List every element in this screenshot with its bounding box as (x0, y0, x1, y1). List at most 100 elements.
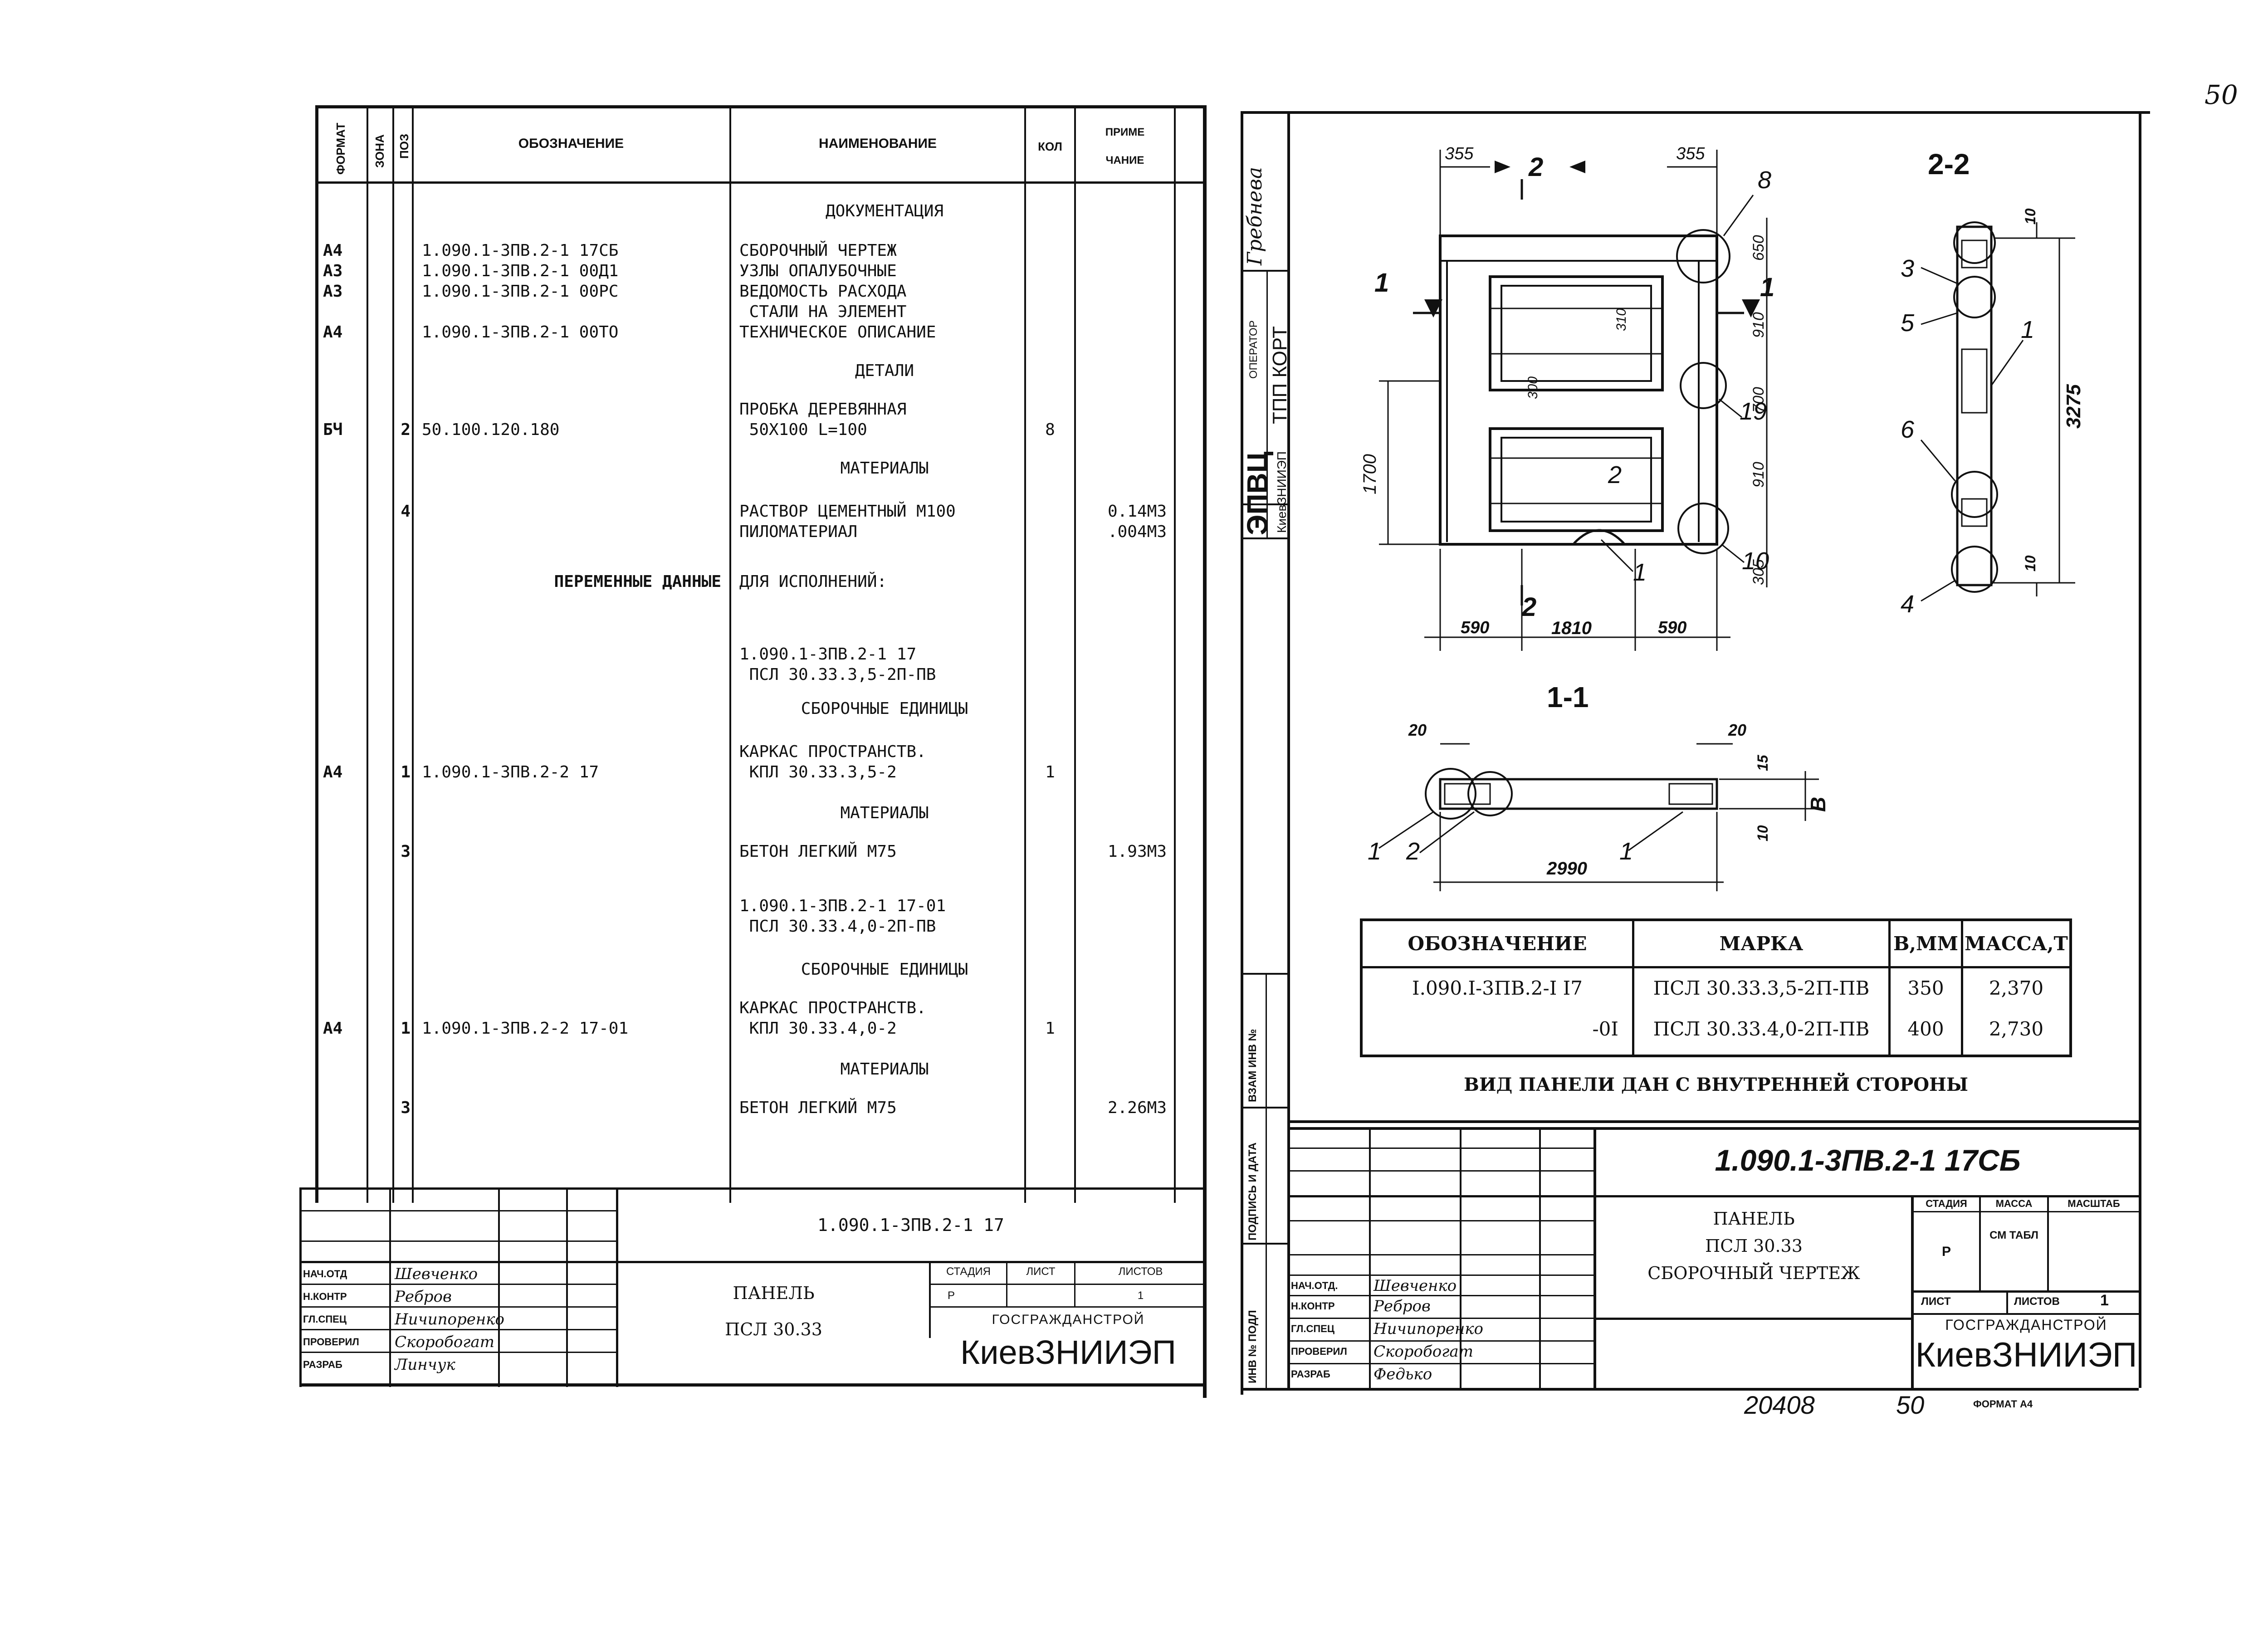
window-upper (1489, 275, 1664, 391)
spec-name: ВЕДОМОСТЬ РАСХОДА (739, 282, 907, 301)
left-title-code: 1.090.1-3ПВ.2-1 17 (817, 1215, 1004, 1235)
marks-caption: ВИД ПАНЕЛИ ДАН С ВНУТРЕННЕЙ СТОРОНЫ (1464, 1074, 1968, 1095)
side-surname: Гребнева (1243, 166, 1266, 265)
right-role-name: Ничипоренко (1374, 1320, 1484, 1338)
right-role-name: Ребров (1374, 1297, 1431, 1315)
spec-name: МАТЕРИАЛЫ (840, 804, 929, 822)
left-stage-value: Р (947, 1289, 955, 1302)
right-role-name: Шевченко (1374, 1277, 1457, 1295)
callout-22-4: 4 (1901, 591, 1915, 618)
spec-designation: 1.090.1-3ПВ.2-1 17СБ (422, 241, 619, 260)
spec-note: 1.93М3 (1107, 842, 1167, 861)
right-role-label: ПРОВЕРИЛ (1291, 1346, 1347, 1357)
spec-qty: 1 (1045, 763, 1055, 781)
spec-name: ПРОБКА ДЕРЕВЯННАЯ (739, 400, 907, 419)
section-11-outline (1439, 778, 1718, 810)
spec-name: ДЕТАЛИ (855, 361, 914, 380)
spec-format: А4 (323, 763, 343, 781)
right-title-line-3: СБОРОЧНЫЙ ЧЕРТЕЖ (1647, 1263, 1860, 1283)
col-format-header: ФОРМАТ (334, 122, 347, 175)
marks-cell: -0I (1592, 1018, 1618, 1040)
dim-11-15: 15 (1755, 755, 1771, 771)
dim-11-10: 10 (1755, 825, 1771, 841)
spec-format: А4 (323, 241, 343, 260)
spec-name: УЗЛЫ ОПАЛУБОЧНЫЕ (739, 262, 897, 280)
footer-format: ФОРМАТ А4 (1973, 1398, 2033, 1410)
marks-cell: 2,730 (1989, 1018, 2044, 1040)
spec-name: МАТЕРИАЛЫ (840, 1060, 929, 1079)
left-title-line-2: ПСЛ 30.33 (725, 1319, 822, 1339)
left-sheet-header: ЛИСТ (1026, 1265, 1056, 1278)
dim-bottom-2: 1810 (1551, 618, 1592, 638)
marks-cell: 400 (1907, 1018, 1944, 1040)
dim-bottom-1: 590 (1461, 618, 1490, 637)
marks-header-cell: В,ММ (1893, 933, 1959, 955)
right-stage-value: Р (1941, 1244, 1951, 1259)
callout-8: 8 (1758, 166, 1772, 194)
dim-22-bottom: 10 (2022, 555, 2038, 571)
side-operator: ОПЕРАТОР (1247, 320, 1260, 379)
right-role-label: РАЗРАБ (1291, 1368, 1330, 1380)
spec-name: 1.090.1-3ПВ.2-1 17-01 (739, 897, 946, 915)
dim-left: 1700 (1360, 454, 1380, 494)
side-inv-replace: ВЗАМ ИНВ № (1246, 1029, 1259, 1102)
spec-pos: 1 (401, 763, 411, 781)
right-sheets-value: 1 (2100, 1292, 2109, 1309)
panel-outline (1439, 234, 1718, 546)
page-number: 50 (2204, 79, 2238, 110)
right-mass-value: СМ ТАБЛ (1989, 1229, 2038, 1241)
spec-name: БЕТОН ЛЕГКИЙ М75 (739, 842, 897, 861)
left-role-label: РАЗРАБ (303, 1359, 342, 1370)
spec-qty: 1 (1045, 1019, 1055, 1038)
section-11-title: 1-1 (1547, 681, 1589, 713)
callout-11-1: 1 (1368, 838, 1382, 865)
spec-name: СБОРОЧНЫЕ ЕДИНИЦЫ (801, 960, 968, 979)
side-epvc: ЭПВЦ (1241, 451, 1274, 536)
callout-22-6: 6 (1901, 416, 1915, 443)
right-title-line-2: ПСЛ 30.33 (1705, 1236, 1803, 1256)
section-22-outline (1956, 225, 1993, 586)
spec-name: ДОКУМЕНТАЦИЯ (825, 202, 944, 220)
right-org-2: КиевЗНИИЭП (1915, 1336, 2137, 1374)
callout-19: 19 (1740, 398, 1767, 425)
cut-label-1-right: 1 (1760, 273, 1775, 302)
side-sign-date: ПОДПИСЬ И ДАТА (1246, 1142, 1259, 1240)
spec-note: 0.14М3 (1107, 502, 1167, 521)
dim-bottom-3: 590 (1658, 618, 1687, 637)
col-designation-header: ОБОЗНАЧЕНИЕ (518, 136, 624, 151)
right-title-line-1: ПАНЕЛЬ (1713, 1209, 1795, 1229)
marks-cell: 350 (1907, 977, 1944, 999)
footer-inv: 20408 (1744, 1391, 1815, 1419)
spec-note: .004М3 (1107, 523, 1167, 541)
spec-name: ДЛЯ ИСПОЛНЕНИЙ: (739, 572, 887, 591)
dim-11-b: В (1806, 796, 1830, 812)
spec-designation: 50.100.120.180 (422, 420, 560, 439)
spec-pos: 2 (401, 420, 411, 439)
marks-cell: ПСЛ 30.33.3,5-2П-ПВ (1653, 977, 1870, 999)
dim-11-right-top: 20 (1728, 721, 1747, 739)
spec-designation: 1.090.1-3ПВ.2-2 17-01 (422, 1019, 629, 1038)
col-note-header-1: ПРИМЕ (1105, 126, 1145, 138)
left-role-label: НАЧ.ОТД (303, 1268, 347, 1279)
dim-top-left: 355 (1445, 144, 1474, 163)
left-role-name: Шевченко (395, 1265, 478, 1283)
dim-window-1: 310 (1614, 308, 1629, 331)
col-zone-header: ЗОНА (373, 134, 386, 168)
spec-name: ТЕХНИЧЕСКОЕ ОПИСАНИЕ (739, 323, 936, 342)
spec-note: 2.26М3 (1107, 1099, 1167, 1117)
spec-name: СБОРОЧНЫЕ ЕДИНИЦЫ (801, 699, 968, 718)
spec-name: РАСТВОР ЦЕМЕНТНЫЙ М100 (739, 502, 956, 521)
callout-2: 2 (1608, 461, 1622, 488)
dim-11-left-top: 20 (1408, 721, 1427, 739)
left-role-name: Скоробогат (395, 1333, 494, 1351)
col-qty-header: КОЛ (1038, 140, 1062, 153)
dim-right-1: 650 (1750, 235, 1767, 261)
right-role-label: ГЛ.СПЕЦ (1291, 1323, 1334, 1334)
left-role-name: Ребров (395, 1288, 452, 1306)
spec-pos: 3 (401, 842, 411, 861)
right-stage-header: СТАДИЯ (1926, 1198, 1967, 1209)
cut-label-2-top: 2 (1529, 152, 1544, 182)
spec-pos: 1 (401, 1019, 411, 1038)
marks-header-cell: МАССА,Т (1965, 933, 2068, 955)
side-inst: КиевЗНИИЭП (1275, 451, 1289, 533)
